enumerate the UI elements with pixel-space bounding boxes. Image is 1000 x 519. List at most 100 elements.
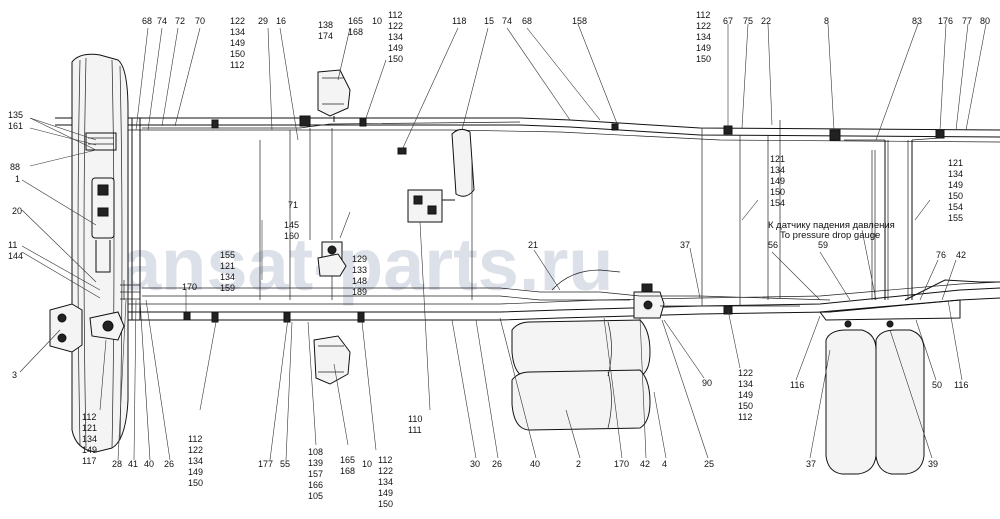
part-label-line: 122	[738, 368, 753, 378]
fittings	[183, 115, 945, 323]
part-label-line: 110	[408, 414, 422, 424]
part-label-l170a: 170	[182, 282, 197, 292]
air-receivers	[511, 319, 651, 431]
part-label-line: 189	[352, 287, 367, 297]
part-label-line: 122	[378, 466, 393, 476]
part-label-l30: 30	[470, 459, 480, 469]
part-label-line: 149	[82, 445, 97, 455]
leader-lines	[19, 23, 987, 461]
part-label-line: 148	[352, 276, 367, 286]
front-wheel	[71, 53, 129, 453]
part-label-line: 121	[948, 158, 963, 168]
part-label-line: 149	[696, 43, 711, 53]
part-label-line: 134	[948, 169, 963, 179]
part-label-line: 150	[388, 54, 403, 64]
part-label-line: 165	[340, 455, 355, 465]
part-label-line: 133	[352, 265, 367, 275]
part-label-line: 150	[188, 478, 203, 488]
part-label-l56: 56	[768, 240, 778, 250]
part-label-l177: 177	[258, 459, 273, 469]
part-label-l3: 3	[12, 370, 17, 380]
part-label-l176: 176	[938, 16, 953, 26]
part-label-line: 112	[388, 10, 402, 20]
part-label-line: 159	[220, 283, 235, 293]
part-label-line: 134	[378, 477, 393, 487]
part-label-line: 105	[308, 491, 323, 501]
part-label-l118: 118	[452, 16, 466, 26]
part-label-l4: 4	[662, 459, 667, 469]
part-label-line: 134	[188, 456, 203, 466]
part-label-line: 134	[82, 434, 97, 444]
pressure-regulator	[633, 283, 665, 319]
part-label-line: 154	[948, 202, 963, 212]
part-label-l10b: 10	[362, 459, 372, 469]
part-label-l75: 75	[743, 16, 753, 26]
part-label-l68a: 68	[142, 16, 152, 26]
part-label-l67: 67	[723, 16, 733, 26]
front-air-chamber	[317, 69, 351, 122]
part-label-l116b: 116	[954, 380, 968, 390]
part-label-line: 168	[340, 466, 355, 476]
part-label-line: 145	[284, 220, 299, 230]
part-label-line: 134	[230, 27, 245, 37]
part-label-line: 122	[188, 445, 203, 455]
part-label-line: 122	[388, 21, 403, 31]
part-label-line: 149	[388, 43, 403, 53]
part-label-l77: 77	[962, 16, 972, 26]
part-label-line: 134	[738, 379, 753, 389]
part-label-l42a: 42	[640, 459, 650, 469]
part-label-line: 129	[352, 254, 367, 264]
part-label-line: 144	[8, 251, 23, 261]
part-label-line: 112	[696, 10, 710, 20]
part-label-line: 160	[284, 231, 299, 241]
part-label-l90: 90	[702, 378, 712, 388]
part-label-l42b: 42	[956, 250, 966, 260]
part-label-l37a: 37	[680, 240, 690, 250]
annotation-en: To pressure drop gauge	[780, 230, 880, 241]
part-label-line: 117	[82, 456, 96, 466]
part-label-line: 150	[948, 191, 963, 201]
part-label-line: 157	[308, 469, 323, 479]
part-label-l71: 71	[288, 200, 298, 210]
part-label-line: 112	[188, 434, 202, 444]
part-label-line: 155	[948, 213, 963, 223]
part-label-l70: 70	[195, 16, 205, 26]
mid-brake-valve	[317, 241, 347, 277]
part-label-line: 112	[738, 412, 752, 422]
part-label-l10a: 10	[372, 16, 382, 26]
small-tank	[451, 128, 475, 197]
part-label-l2: 2	[576, 459, 581, 469]
front-brake-chamber	[49, 303, 125, 353]
part-label-line: 149	[738, 390, 753, 400]
part-label-l80: 80	[980, 16, 990, 26]
part-label-l25: 25	[704, 459, 714, 469]
part-label-line: 11	[8, 240, 17, 250]
part-label-line: 122	[230, 16, 245, 26]
part-label-line: 161	[8, 121, 23, 131]
part-label-line: 112	[378, 455, 392, 465]
part-label-line: 122	[696, 21, 711, 31]
part-label-l116a: 116	[790, 380, 804, 390]
part-label-l74a: 74	[157, 16, 167, 26]
part-label-l28: 28	[112, 459, 122, 469]
part-label-l40a: 40	[144, 459, 154, 469]
part-label-l37b: 37	[806, 459, 816, 469]
part-label-line: 168	[348, 27, 363, 37]
part-label-line: 108	[308, 447, 323, 457]
part-label-line: 135	[8, 110, 23, 120]
part-label-line: 150	[696, 54, 711, 64]
